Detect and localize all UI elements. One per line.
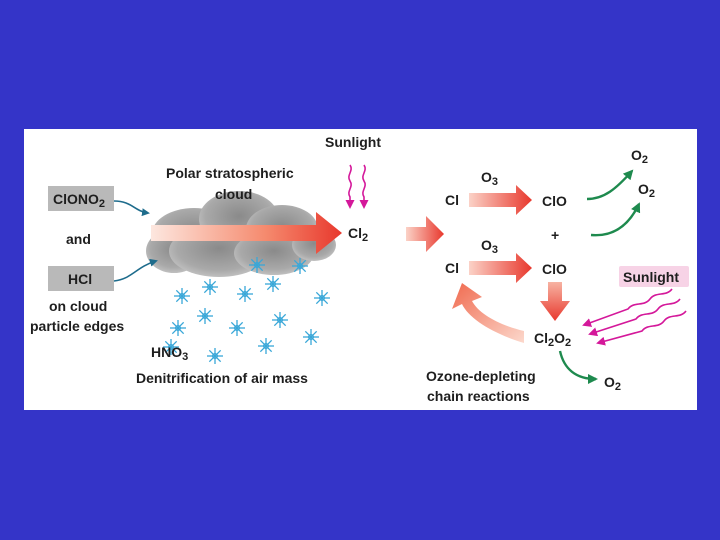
o2-arrow-upper [586,169,634,201]
ozone-depletion-diagram: ClONO2 and HCl on cloud particle edges P… [30,134,689,404]
hcl-label: HCl [68,271,92,287]
chain-reactions-line1: Ozone-depleting [426,368,536,384]
snowflake-icon [174,288,190,304]
and-label: and [66,231,91,247]
snowflake-icon [292,258,308,274]
o3-top-label: O3 [481,169,498,188]
psc-label-line1: Polar stratospheric [166,165,294,181]
snowflake-icon [249,257,265,273]
denitrification-label: Denitrification of air mass [136,370,308,386]
snowflake-icon [265,276,281,292]
o2-label-c: O2 [604,374,621,393]
clono2-arrow [113,200,150,217]
psc-to-cl2-arrow [151,212,342,254]
cl2-label: Cl2 [348,225,368,244]
snowflake-icon [272,312,288,328]
snowflake-icon [202,279,218,295]
sunlight-arrows-right [582,288,687,346]
snowflake-icon [229,320,245,336]
o2-arrow-bottom [558,350,598,384]
hno3-label: HNO3 [151,344,188,363]
clo-top-label: ClO [542,193,567,209]
snowflake-icon [163,339,179,355]
snowflake-icon [170,320,186,336]
chain-reaction-arrow [452,283,524,343]
psc-label-line2: cloud [215,186,252,202]
hno3-crystals [163,257,330,364]
clono2-box [48,186,114,211]
chain-reactions-line2: chain reactions [427,388,530,404]
snowflake-icon [237,286,253,302]
o2-label-b: O2 [638,181,655,200]
o2-arrow-lower [590,202,641,237]
plus-label: + [551,227,559,243]
sunlight-right-label: Sunlight [623,269,679,285]
snowflake-icon [197,308,213,324]
sunlight-top-label: Sunlight [325,134,381,150]
cloud-edges-line2: particle edges [30,318,124,334]
o3-bottom-label: O3 [481,237,498,256]
diagram-panel: ClONO2 and HCl on cloud particle edges P… [24,129,697,410]
sunlight-box [619,266,689,287]
cl-top-label: Cl [445,192,459,208]
snowflake-icon [207,348,223,364]
sunlight-arrows-top [345,164,369,209]
cl-to-clo-arrow-top [469,185,532,215]
cl2-to-reactions-arrow [406,216,444,252]
hcl-arrow [113,258,158,282]
cl2o2-label: Cl2O2 [534,330,571,349]
snowflake-icon [258,338,274,354]
cloud-edges-line1: on cloud [49,298,107,314]
snowflake-icon [303,329,319,345]
hcl-box [48,266,114,291]
clono2-label: ClONO2 [53,191,105,210]
clo-bottom-label: ClO [542,261,567,277]
cl-bottom-label: Cl [445,260,459,276]
snowflake-icon [314,290,330,306]
o2-label-a: O2 [631,147,648,166]
cl-to-clo-arrow-bottom [469,253,532,283]
clo-to-cl2o2-arrow [540,282,570,321]
